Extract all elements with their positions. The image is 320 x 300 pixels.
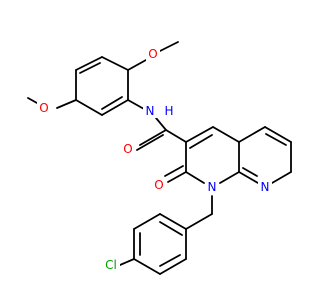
bond (159, 41, 179, 52)
bonds (27, 41, 292, 275)
methoxy-oxygen-label: O (39, 101, 48, 115)
bond (101, 56, 129, 71)
pyridine-nitrogen-label: N (261, 180, 270, 194)
bond (75, 99, 103, 116)
chlorine-label: Cl (105, 258, 117, 272)
bond (185, 126, 214, 143)
bond (271, 171, 292, 184)
bond (75, 56, 103, 71)
amide-carbonyl-oxygen-label: O (123, 142, 132, 156)
bond (127, 59, 147, 71)
methoxy-oxygen-label: O (148, 47, 157, 61)
bond (101, 99, 129, 116)
molecule-structure: O O N H O O N N Cl (27, 41, 292, 275)
bond (164, 165, 184, 177)
bond (167, 171, 187, 183)
bond (165, 129, 187, 143)
bond (27, 97, 38, 104)
bond (264, 126, 292, 143)
bond (159, 258, 187, 275)
bond (185, 171, 205, 184)
bond (136, 134, 164, 151)
bond (139, 129, 167, 146)
bond (155, 117, 167, 131)
amide-hydrogen-label: H (164, 104, 173, 118)
bond (212, 126, 240, 143)
bond (185, 213, 213, 230)
bond (238, 126, 266, 143)
bond (127, 99, 145, 110)
bond (265, 133, 287, 146)
bond (189, 134, 213, 149)
bond (219, 171, 240, 184)
bond (101, 96, 123, 110)
bond (238, 171, 259, 184)
bond (159, 213, 187, 230)
bond (242, 167, 258, 177)
bond (159, 254, 181, 267)
bond (79, 62, 101, 74)
bond (119, 258, 135, 266)
ring-nitrogen-label: N (208, 180, 217, 194)
bond (133, 258, 161, 275)
bond (159, 221, 183, 236)
amide-nitrogen-label: N (146, 104, 155, 118)
bond (133, 213, 161, 230)
atom-labels: O O N H O O N N Cl (37, 47, 272, 272)
ring-carbonyl-oxygen-label: O (154, 178, 163, 192)
bond (56, 99, 77, 109)
